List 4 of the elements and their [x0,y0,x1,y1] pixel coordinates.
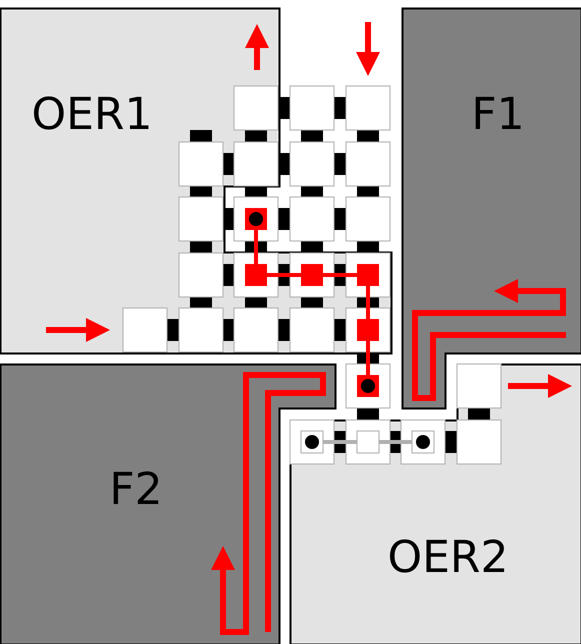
region-label: F1 [471,93,525,137]
region-label: OER2 [388,536,508,580]
region-label: OER1 [32,93,152,137]
region-label: F2 [109,468,163,512]
